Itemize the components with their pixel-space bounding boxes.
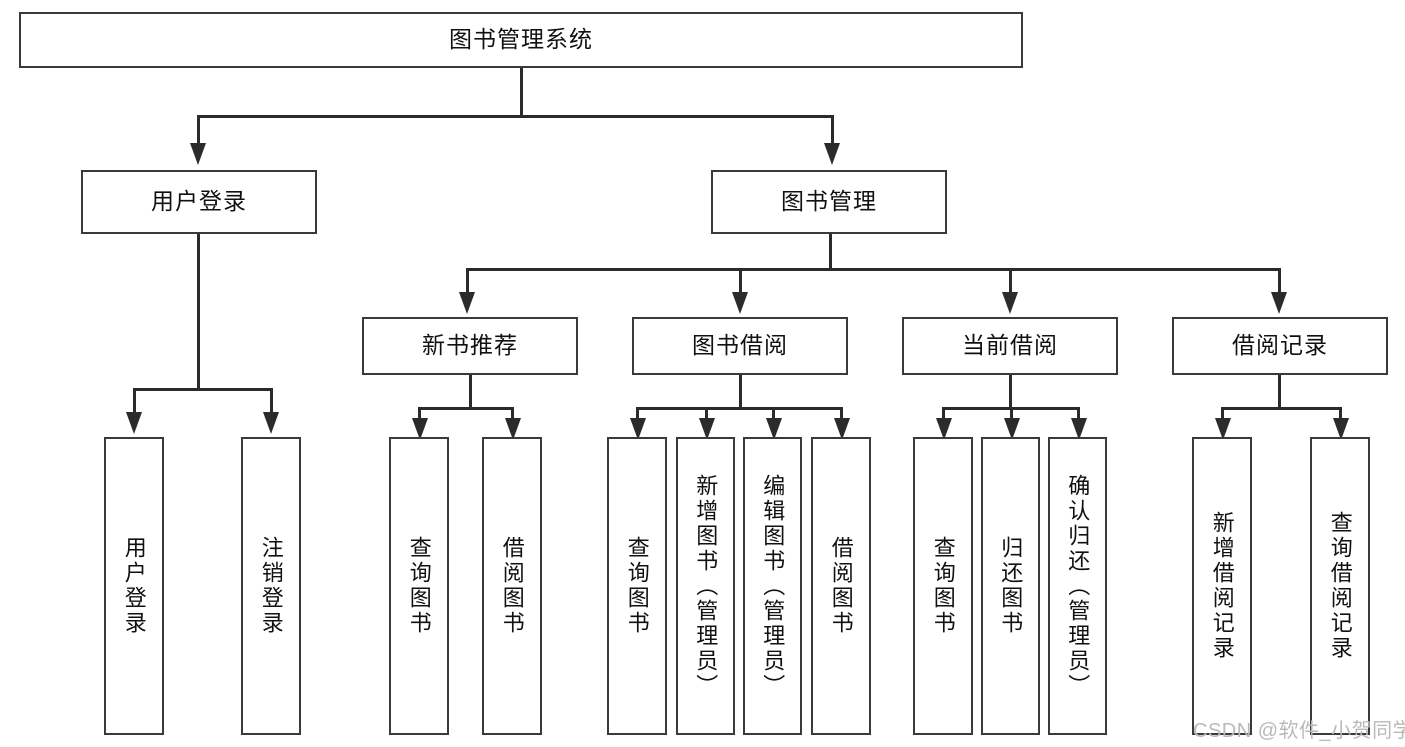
leaf-br-add-record[interactable]: 新增借阅记录 bbox=[1192, 437, 1252, 735]
arrowhead-leaf-logout-login bbox=[263, 412, 279, 434]
edge-bus-level1 bbox=[197, 115, 833, 118]
node-label: 新增图书（管理员） bbox=[693, 473, 719, 699]
edge-user-login-stem bbox=[197, 234, 200, 388]
arrowhead-bb-edit-book bbox=[766, 418, 782, 440]
leaf-bb-query-book[interactable]: 查询图书 bbox=[607, 437, 667, 735]
edge-drop-borrow-record bbox=[1278, 268, 1281, 292]
node-new-book-recommend[interactable]: 新书推荐 bbox=[362, 317, 578, 375]
leaf-cb-query-book[interactable]: 查询图书 bbox=[913, 437, 973, 735]
edge-drop-bb-add-book bbox=[705, 407, 708, 419]
leaf-bb-edit-book[interactable]: 编辑图书（管理员） bbox=[743, 437, 802, 735]
node-book-management[interactable]: 图书管理 bbox=[711, 170, 947, 234]
edge-drop-new-book-recommend bbox=[466, 268, 469, 292]
node-label: 图书管理系统 bbox=[449, 26, 593, 53]
edge-drop-bb-edit-book bbox=[772, 407, 775, 419]
edge-drop-current-borrow bbox=[1009, 268, 1012, 292]
node-label: 图书借阅 bbox=[692, 332, 788, 359]
arrowhead-cb-query-book bbox=[936, 418, 952, 440]
arrowhead-bb-query-book bbox=[630, 418, 646, 440]
leaf-cb-return-book[interactable]: 归还图书 bbox=[981, 437, 1040, 735]
edge-bus-drop-user-login bbox=[197, 115, 200, 143]
arrowhead-br-query-record bbox=[1333, 418, 1349, 440]
edge-drop-book-borrow bbox=[739, 268, 742, 292]
edge-drop-bb-borrow-book bbox=[840, 407, 843, 419]
node-label: 用户登录 bbox=[151, 188, 247, 215]
leaf-br-query-record[interactable]: 查询借阅记录 bbox=[1310, 437, 1370, 735]
edge-drop-br-query-record bbox=[1339, 407, 1342, 419]
node-label: 借阅图书 bbox=[828, 536, 854, 636]
arrowhead-nbr-query-book bbox=[412, 418, 428, 440]
edge-bus-book-borrow-children bbox=[636, 407, 842, 410]
arrowhead-bb-borrow-book bbox=[834, 418, 850, 440]
edge-drop-leaf-logout-login bbox=[270, 388, 273, 412]
arrowhead-br-add-record bbox=[1215, 418, 1231, 440]
edge-drop-nbr-query-book bbox=[418, 407, 421, 419]
node-label: 查询借阅记录 bbox=[1327, 511, 1353, 661]
leaf-cb-confirm-return[interactable]: 确认归还（管理员） bbox=[1048, 437, 1107, 735]
leaf-logout-login[interactable]: 注销登录 bbox=[241, 437, 301, 735]
edge-bus-user-login-children bbox=[133, 388, 270, 391]
arrowhead-leaf-user-login bbox=[126, 412, 142, 434]
node-label: 新增借阅记录 bbox=[1209, 511, 1235, 661]
leaf-bb-add-book[interactable]: 新增图书（管理员） bbox=[676, 437, 735, 735]
leaf-nbr-borrow-book[interactable]: 借阅图书 bbox=[482, 437, 542, 735]
arrowhead-book-management bbox=[824, 143, 840, 165]
arrowhead-user-login bbox=[190, 143, 206, 165]
edge-bus-level3 bbox=[466, 268, 1278, 271]
edge-drop-cb-query-book bbox=[942, 407, 945, 419]
edge-book-management-stem bbox=[829, 234, 832, 268]
node-label: 新书推荐 bbox=[422, 332, 518, 359]
node-borrow-record[interactable]: 借阅记录 bbox=[1172, 317, 1388, 375]
edge-drop-nbr-borrow-book bbox=[511, 407, 514, 419]
leaf-bb-borrow-book[interactable]: 借阅图书 bbox=[811, 437, 871, 735]
node-label: 借阅记录 bbox=[1232, 332, 1328, 359]
leaf-user-login[interactable]: 用户登录 bbox=[104, 437, 164, 735]
edge-drop-cb-confirm-return bbox=[1077, 407, 1080, 419]
arrowhead-nbr-borrow-book bbox=[505, 418, 521, 440]
node-label: 编辑图书（管理员） bbox=[760, 473, 786, 699]
edge-new-book-recommend-stem bbox=[469, 375, 472, 407]
node-label: 借阅图书 bbox=[499, 536, 525, 636]
leaf-nbr-query-book[interactable]: 查询图书 bbox=[389, 437, 449, 735]
arrowhead-current-borrow bbox=[1002, 292, 1018, 314]
watermark-csdn: CSDN @软件_小贺同学 bbox=[1193, 720, 1405, 742]
node-label: 查询图书 bbox=[406, 536, 432, 636]
arrowhead-bb-add-book bbox=[699, 418, 715, 440]
edge-drop-bb-query-book bbox=[636, 407, 639, 419]
node-root-book-management-system[interactable]: 图书管理系统 bbox=[19, 12, 1023, 68]
node-label: 注销登录 bbox=[258, 536, 284, 636]
node-label: 查询图书 bbox=[624, 536, 650, 636]
edge-drop-leaf-user-login bbox=[133, 388, 136, 412]
edge-drop-cb-return-book bbox=[1010, 407, 1013, 419]
node-label: 用户登录 bbox=[121, 536, 147, 636]
node-label: 确认归还（管理员） bbox=[1065, 473, 1091, 699]
arrowhead-cb-return-book bbox=[1004, 418, 1020, 440]
arrowhead-new-book-recommend bbox=[459, 292, 475, 314]
node-label: 查询图书 bbox=[930, 536, 956, 636]
node-label: 归还图书 bbox=[998, 536, 1024, 636]
edge-book-borrow-stem bbox=[739, 375, 742, 407]
arrowhead-borrow-record bbox=[1271, 292, 1287, 314]
edge-root-stem bbox=[520, 68, 523, 115]
edge-borrow-record-stem bbox=[1278, 375, 1281, 407]
arrowhead-book-borrow bbox=[732, 292, 748, 314]
arrowhead-cb-confirm-return bbox=[1071, 418, 1087, 440]
node-label: 当前借阅 bbox=[962, 332, 1058, 359]
node-user-login[interactable]: 用户登录 bbox=[81, 170, 317, 234]
node-current-borrow[interactable]: 当前借阅 bbox=[902, 317, 1118, 375]
node-label: 图书管理 bbox=[781, 188, 877, 215]
edge-bus-drop-book-management bbox=[831, 115, 834, 143]
edge-bus-new-book-recommend-children bbox=[418, 407, 513, 410]
edge-bus-borrow-record-children bbox=[1221, 407, 1341, 410]
edge-drop-br-add-record bbox=[1221, 407, 1224, 419]
node-book-borrow[interactable]: 图书借阅 bbox=[632, 317, 848, 375]
edge-current-borrow-stem bbox=[1009, 375, 1012, 407]
